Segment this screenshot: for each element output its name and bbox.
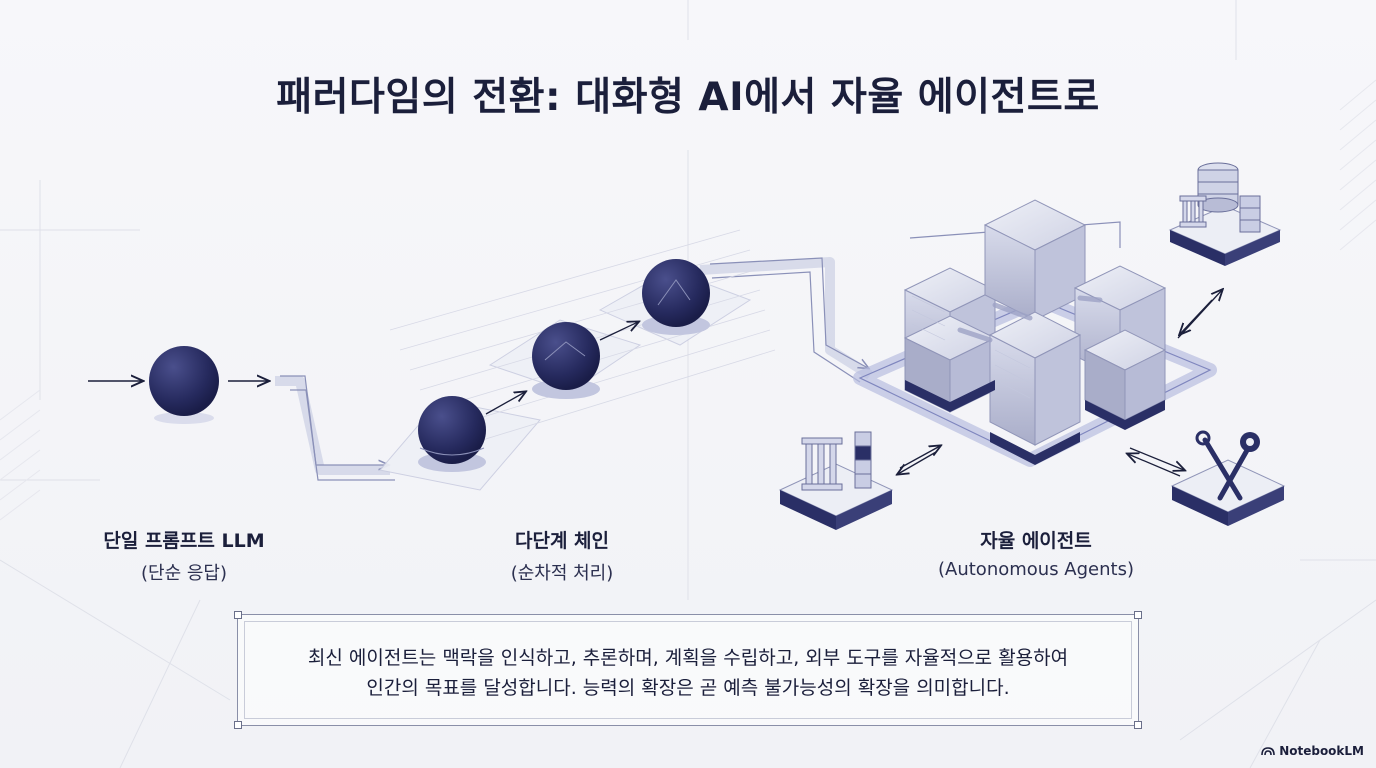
page-title: 패러다임의 전환: 대화형 AI에서 자율 에이전트로 [276, 75, 1100, 120]
caption-box: 최신 에이전트는 맥락을 인식하고, 추론하며, 계획을 수립하고, 외부 도구… [234, 611, 1142, 729]
pillar-icon [1179, 195, 1207, 228]
caption-text: 최신 에이전트는 맥락을 인식하고, 추론하며, 계획을 수립하고, 외부 도구… [238, 643, 1138, 703]
brand-name: NotebookLM [1279, 744, 1364, 758]
llm-sphere [149, 346, 219, 416]
stage-single-prompt [88, 346, 268, 424]
caption-line-1: 최신 에이전트는 맥락을 인식하고, 추론하며, 계획을 수립하고, 외부 도구… [307, 647, 1069, 669]
column-icon [801, 437, 843, 491]
brand-logo: NotebookLM [1261, 744, 1364, 758]
stage-sub: (Autonomous Agents) [938, 559, 1134, 580]
chain-node-2 [532, 322, 600, 399]
stage-name: 다단계 체인 [514, 530, 609, 552]
stage-name: 자율 에이전트 [980, 530, 1092, 552]
corner-marker [234, 721, 242, 729]
cube-top-back [983, 199, 1087, 321]
stack-icon [854, 431, 872, 489]
stage-name: 단일 프롬프트 LLM [103, 530, 265, 552]
gear-icon [1240, 432, 1260, 452]
flow-path [280, 221, 1121, 481]
caption-inner-border [244, 621, 1132, 719]
stage-label-agent: 자율 에이전트 (Autonomous Agents) [906, 526, 1166, 580]
tool-database-platform [1168, 162, 1282, 266]
cube-center [988, 311, 1082, 446]
tools-icon [1202, 437, 1253, 501]
flow-channel [275, 257, 873, 475]
stage-multi-chain [379, 229, 776, 491]
stage-label-single: 단일 프롬프트 LLM (단순 응답) [54, 526, 314, 585]
stage-autonomous-agent [853, 199, 1217, 467]
stage-sub: (순차적 처리) [510, 563, 614, 584]
database-icon [1197, 162, 1239, 213]
blocks-icon [1239, 195, 1261, 233]
corner-marker [1134, 611, 1142, 619]
chain-node-3 [642, 259, 710, 335]
stage-label-chain: 다단계 체인 (순차적 처리) [432, 526, 692, 585]
notebooklm-icon [1261, 747, 1275, 756]
stage-sub: (단순 응답) [140, 563, 227, 584]
corner-marker [1134, 721, 1142, 729]
tool-pillar-platform [778, 431, 894, 530]
tool-wrench-platform [1170, 430, 1286, 526]
corner-marker [234, 611, 242, 619]
cube-front-right [1083, 329, 1167, 421]
chain-node-1 [418, 396, 486, 472]
tool-arrows [898, 290, 1222, 477]
caption-line-2: 인간의 목표를 달성합니다. 능력의 확장은 곧 예측 불가능성의 확장을 의미… [366, 677, 1010, 699]
